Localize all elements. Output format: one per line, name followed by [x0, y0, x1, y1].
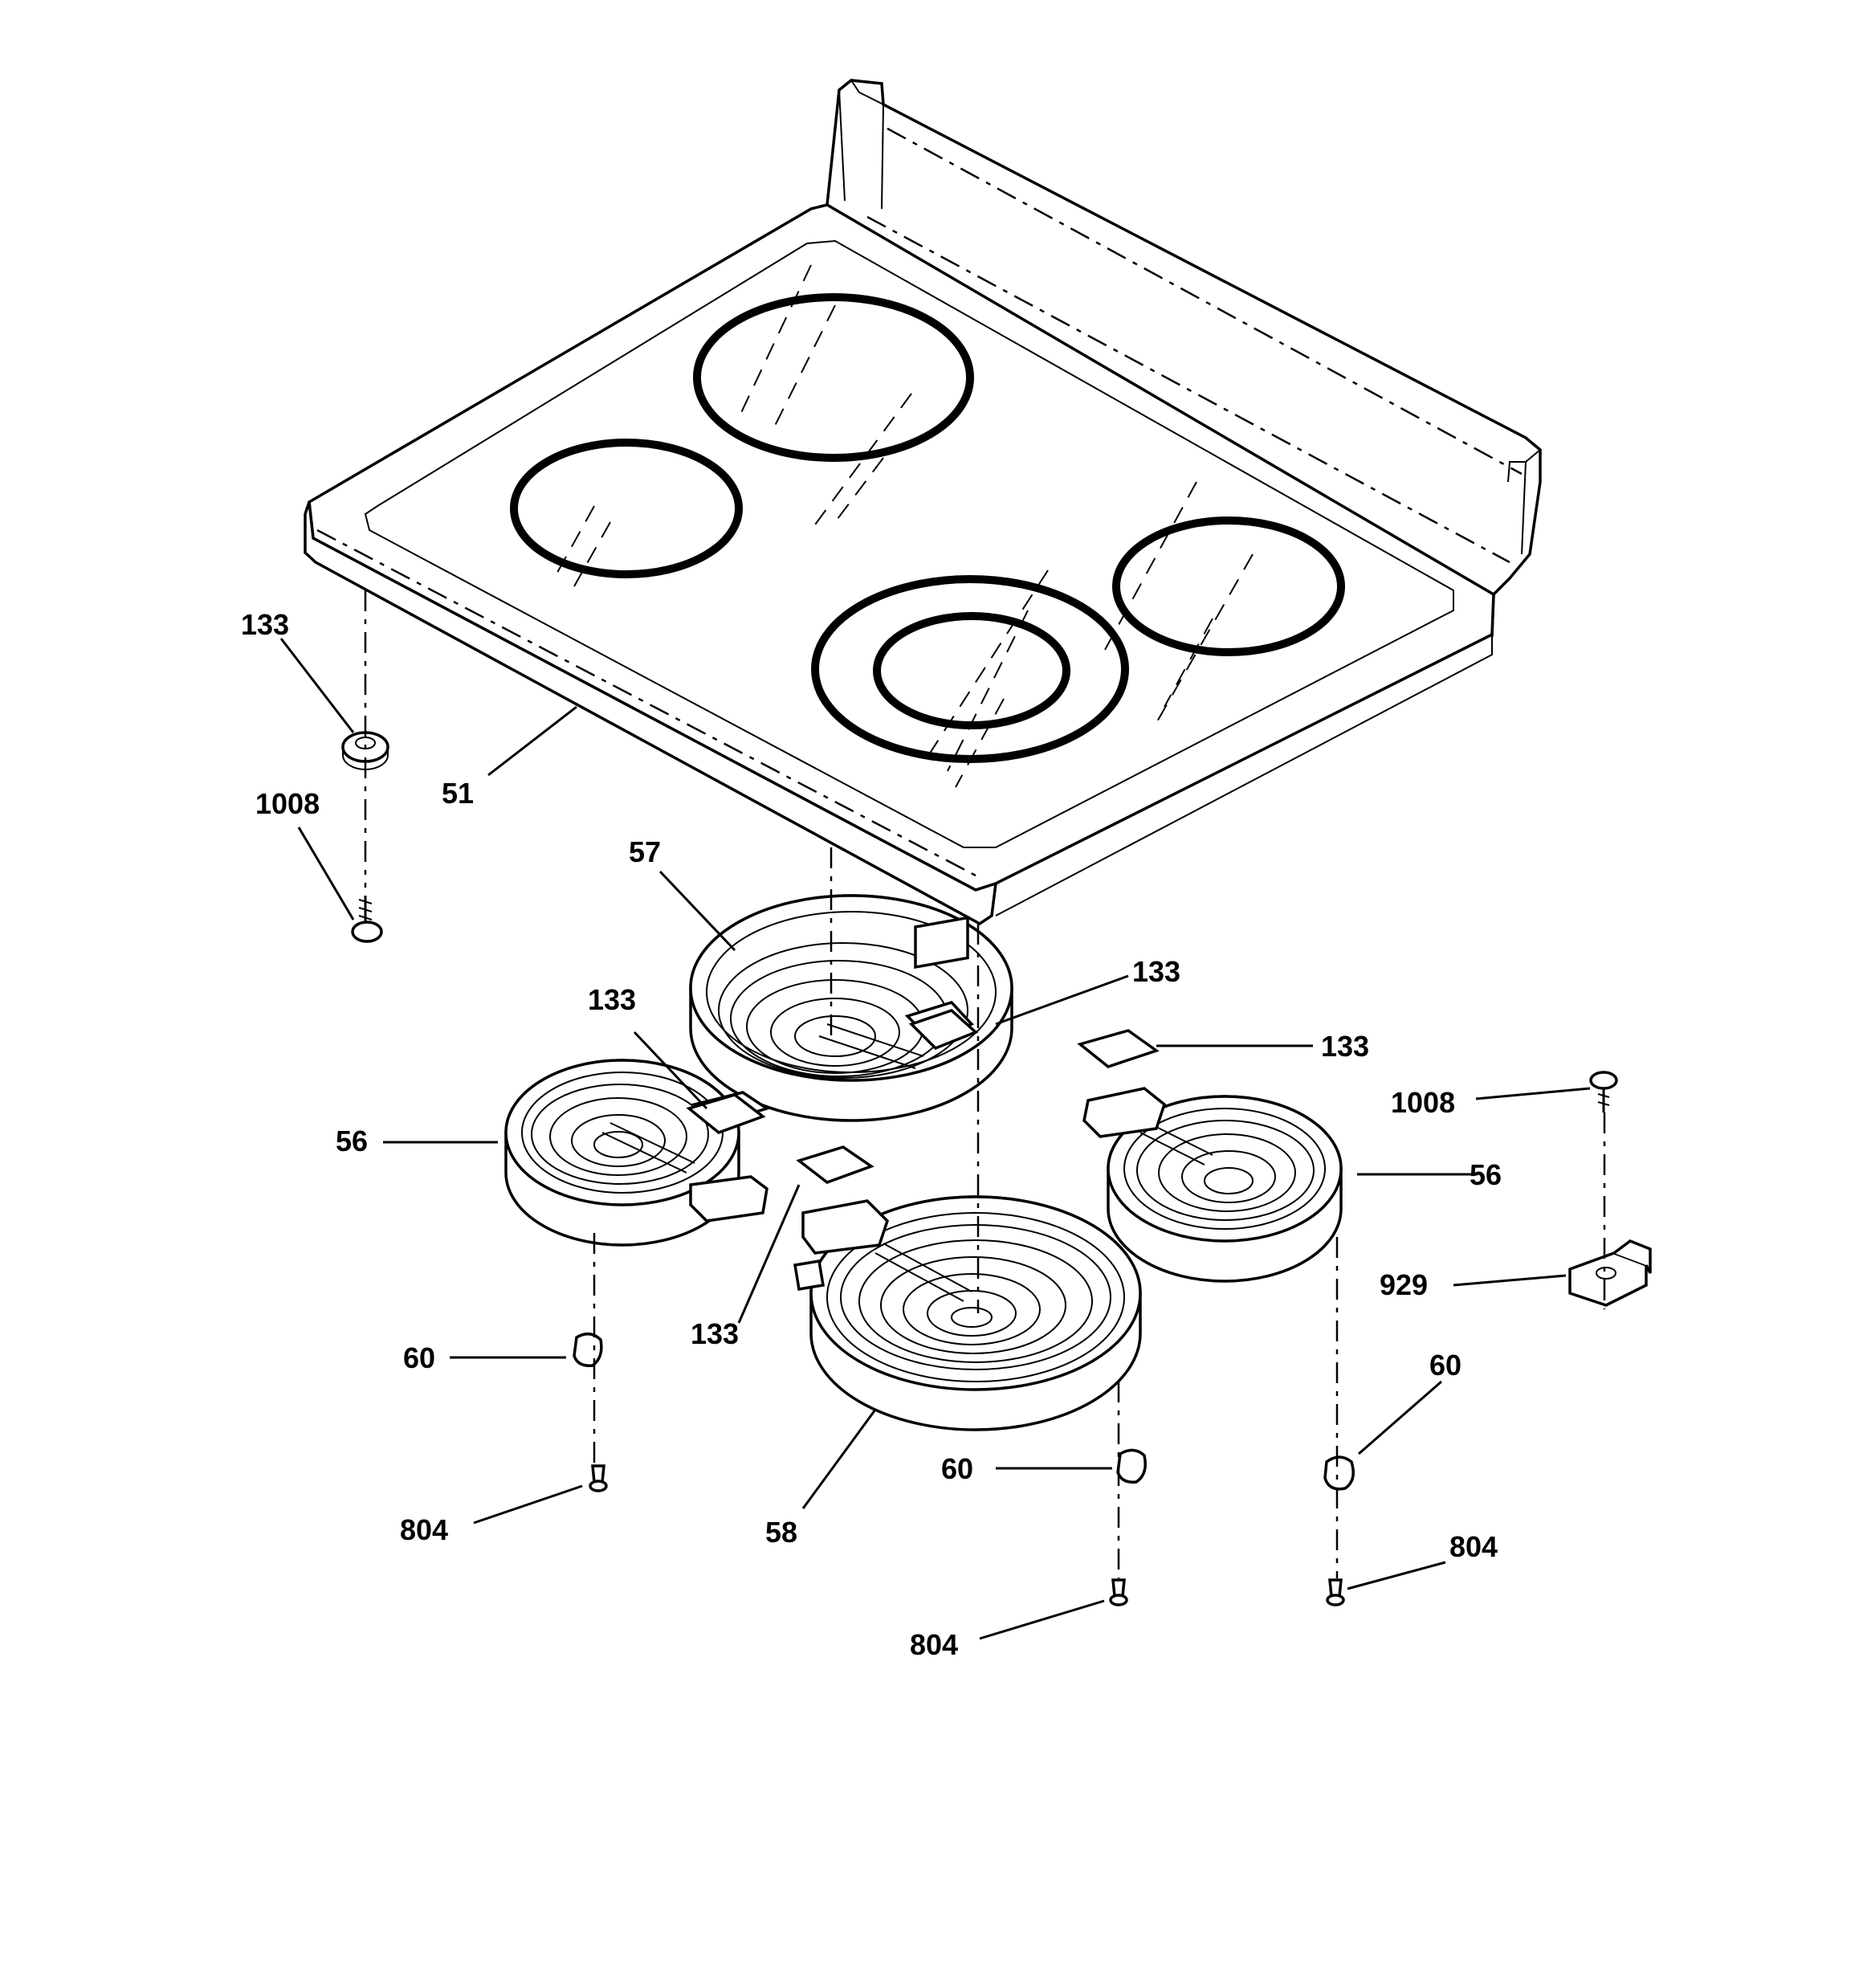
label-part-1008-left: 1008 [255, 787, 320, 820]
bracket-part-929 [1568, 1239, 1652, 1307]
label-part-929: 929 [1380, 1268, 1428, 1301]
label-part-60-right: 60 [1429, 1349, 1461, 1382]
clip-part-60-center [1116, 1448, 1147, 1484]
label-part-133-bottom: 133 [691, 1317, 739, 1350]
label-part-804-left: 804 [400, 1513, 448, 1546]
surface-unit-part-56-right [1082, 1087, 1343, 1283]
label-part-58: 58 [765, 1516, 797, 1549]
surface-unit-part-56-left [504, 1059, 771, 1247]
label-part-60-left: 60 [403, 1341, 435, 1374]
label-part-133-grommet: 133 [241, 608, 289, 641]
clip-part-60-right [1323, 1455, 1355, 1491]
label-part-133-left: 133 [588, 983, 636, 1016]
assembly-centerlines [364, 590, 1606, 1578]
label-part-60-center: 60 [941, 1452, 973, 1485]
surface-unit-part-58 [793, 1195, 1142, 1431]
screw-part-1008-right [1589, 1071, 1618, 1112]
label-part-57: 57 [629, 835, 661, 868]
cooktop-glass-part-51 [304, 79, 1542, 926]
leader-lines [279, 638, 1591, 1640]
insulator-pads-part-133 [686, 1009, 1160, 1184]
label-part-1008-right: 1008 [1391, 1086, 1455, 1119]
label-part-133-top-right: 133 [1132, 955, 1180, 988]
screw-part-804-center [1109, 1578, 1128, 1606]
screw-part-1008-left [351, 896, 383, 943]
clip-part-60-left [573, 1332, 603, 1367]
label-part-56-left: 56 [336, 1125, 368, 1157]
surface-unit-part-57 [689, 894, 1013, 1122]
screw-part-804-left [589, 1464, 608, 1492]
part-number-labels: 133 1008 51 57 133 133 133 1008 56 56 92… [241, 608, 1502, 1661]
label-part-804-center: 804 [910, 1628, 958, 1661]
label-part-51: 51 [442, 777, 474, 810]
label-part-56-right: 56 [1470, 1158, 1502, 1191]
screw-part-804-right [1326, 1578, 1345, 1606]
label-part-133-right: 133 [1321, 1030, 1369, 1063]
label-part-804-right: 804 [1449, 1530, 1498, 1563]
